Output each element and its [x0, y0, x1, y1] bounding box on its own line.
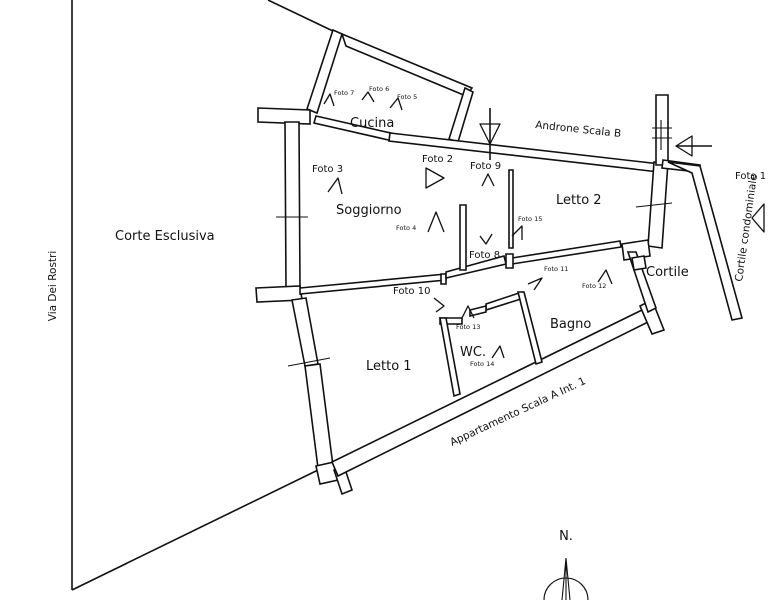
foto-4-label: Foto 4 [396, 224, 416, 232]
compass-north-label: N. [559, 529, 573, 544]
compass-ring-icon [543, 577, 589, 600]
foto-3-label: Foto 3 [312, 164, 343, 175]
camera-foto-14-icon [491, 345, 505, 359]
label-via-dei-rostri: Via Dei Rostri [47, 251, 59, 322]
room-cortile: Cortile [646, 265, 689, 280]
north-compass: N. [543, 529, 589, 600]
camera-foto-10-icon [433, 297, 445, 313]
camera-foto-5-icon [389, 97, 403, 111]
foto-14-label: Foto 14 [470, 360, 494, 368]
camera-foto-8-icon [479, 233, 493, 245]
camera-foto-3-icon [327, 177, 343, 195]
foto-7-label: Foto 7 [334, 89, 354, 97]
foto-12-label: Foto 12 [582, 282, 606, 290]
apartment-walls [255, 94, 744, 496]
label-cortile-condominiale: Cortile condominiale [733, 174, 760, 283]
camera-foto-6-icon [361, 91, 375, 103]
foto-10-label: Foto 10 [393, 286, 430, 297]
foto-8-label: Foto 8 [469, 250, 500, 261]
foto-6-label: Foto 6 [369, 85, 389, 93]
room-corte-esclusiva: Corte Esclusiva [115, 229, 215, 244]
camera-foto-12-icon [597, 269, 613, 285]
room-wc: WC. [460, 345, 486, 360]
corte-esclusiva-area [71, 0, 336, 591]
camera-foto-11-icon [527, 277, 543, 291]
foto-13-label: Foto 13 [456, 323, 480, 331]
camera-foto-4-icon [427, 211, 445, 233]
room-letto-2: Letto 2 [556, 193, 602, 208]
room-cucina: Cucina [350, 116, 394, 131]
label-androne-scala-b: Androne Scala B [535, 119, 622, 140]
door-ticks [276, 120, 673, 367]
camera-foto-7-icon [323, 93, 335, 107]
cucina-walls [306, 28, 474, 144]
room-bagno: Bagno [550, 317, 591, 332]
foto-5-label: Foto 5 [397, 93, 417, 101]
foto-9-label: Foto 9 [470, 161, 501, 172]
camera-foto-2-icon [425, 167, 445, 189]
foto-15-label: Foto 15 [518, 215, 542, 223]
room-soggiorno: Soggiorno [336, 203, 402, 218]
compass-needle-icon [561, 557, 571, 600]
foto-2-label: Foto 2 [422, 154, 453, 165]
room-letto-1: Letto 1 [366, 359, 412, 374]
camera-foto-9-icon [481, 173, 495, 187]
side-entrance-arrow-icon [675, 135, 693, 157]
camera-foto-13-icon [461, 305, 475, 319]
foto-1-label: Foto 1 [735, 171, 766, 182]
camera-foto-15-icon [511, 225, 523, 240]
entrance-arrows [479, 108, 712, 160]
foto-11-label: Foto 11 [544, 265, 568, 273]
camera-foto-1-icon [751, 203, 765, 233]
camera-symbols [323, 91, 765, 359]
entrance-arrow-icon [479, 123, 501, 145]
